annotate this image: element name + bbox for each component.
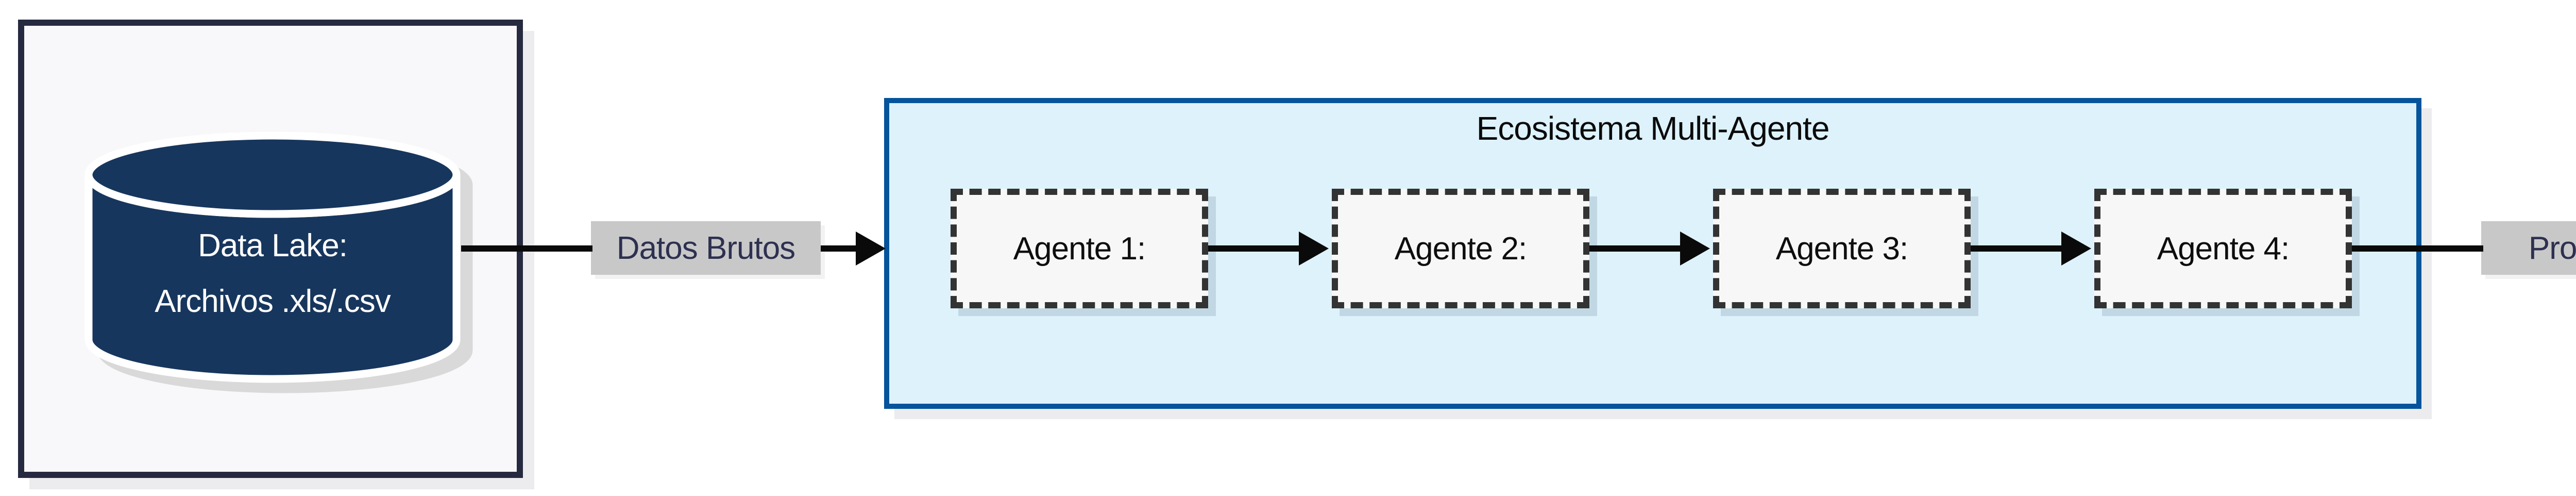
ecosystem-title: Ecosistema Multi-Agente [1476, 110, 1830, 147]
edge-label-datos-brutos: Datos Brutos [591, 221, 821, 275]
agent-4-node: Agente 4: [2094, 189, 2352, 308]
agent-3-node: Agente 3: [1713, 189, 1971, 308]
arrowhead-into-ecosystem [856, 232, 886, 266]
agent-1-node: Agente 1: [951, 189, 1208, 308]
database-cylinder-icon [84, 131, 461, 383]
data-lake-line1: Data Lake: [198, 228, 348, 263]
edge-label-productos-software: Productos de Software [2481, 221, 2576, 275]
data-lake-line2: Archivos .xls/.csv [155, 284, 391, 319]
data-lake-node-label: Data Lake: Archivos .xls/.csv [84, 129, 461, 385]
agent-2-node: Agente 2: [1332, 189, 1589, 308]
